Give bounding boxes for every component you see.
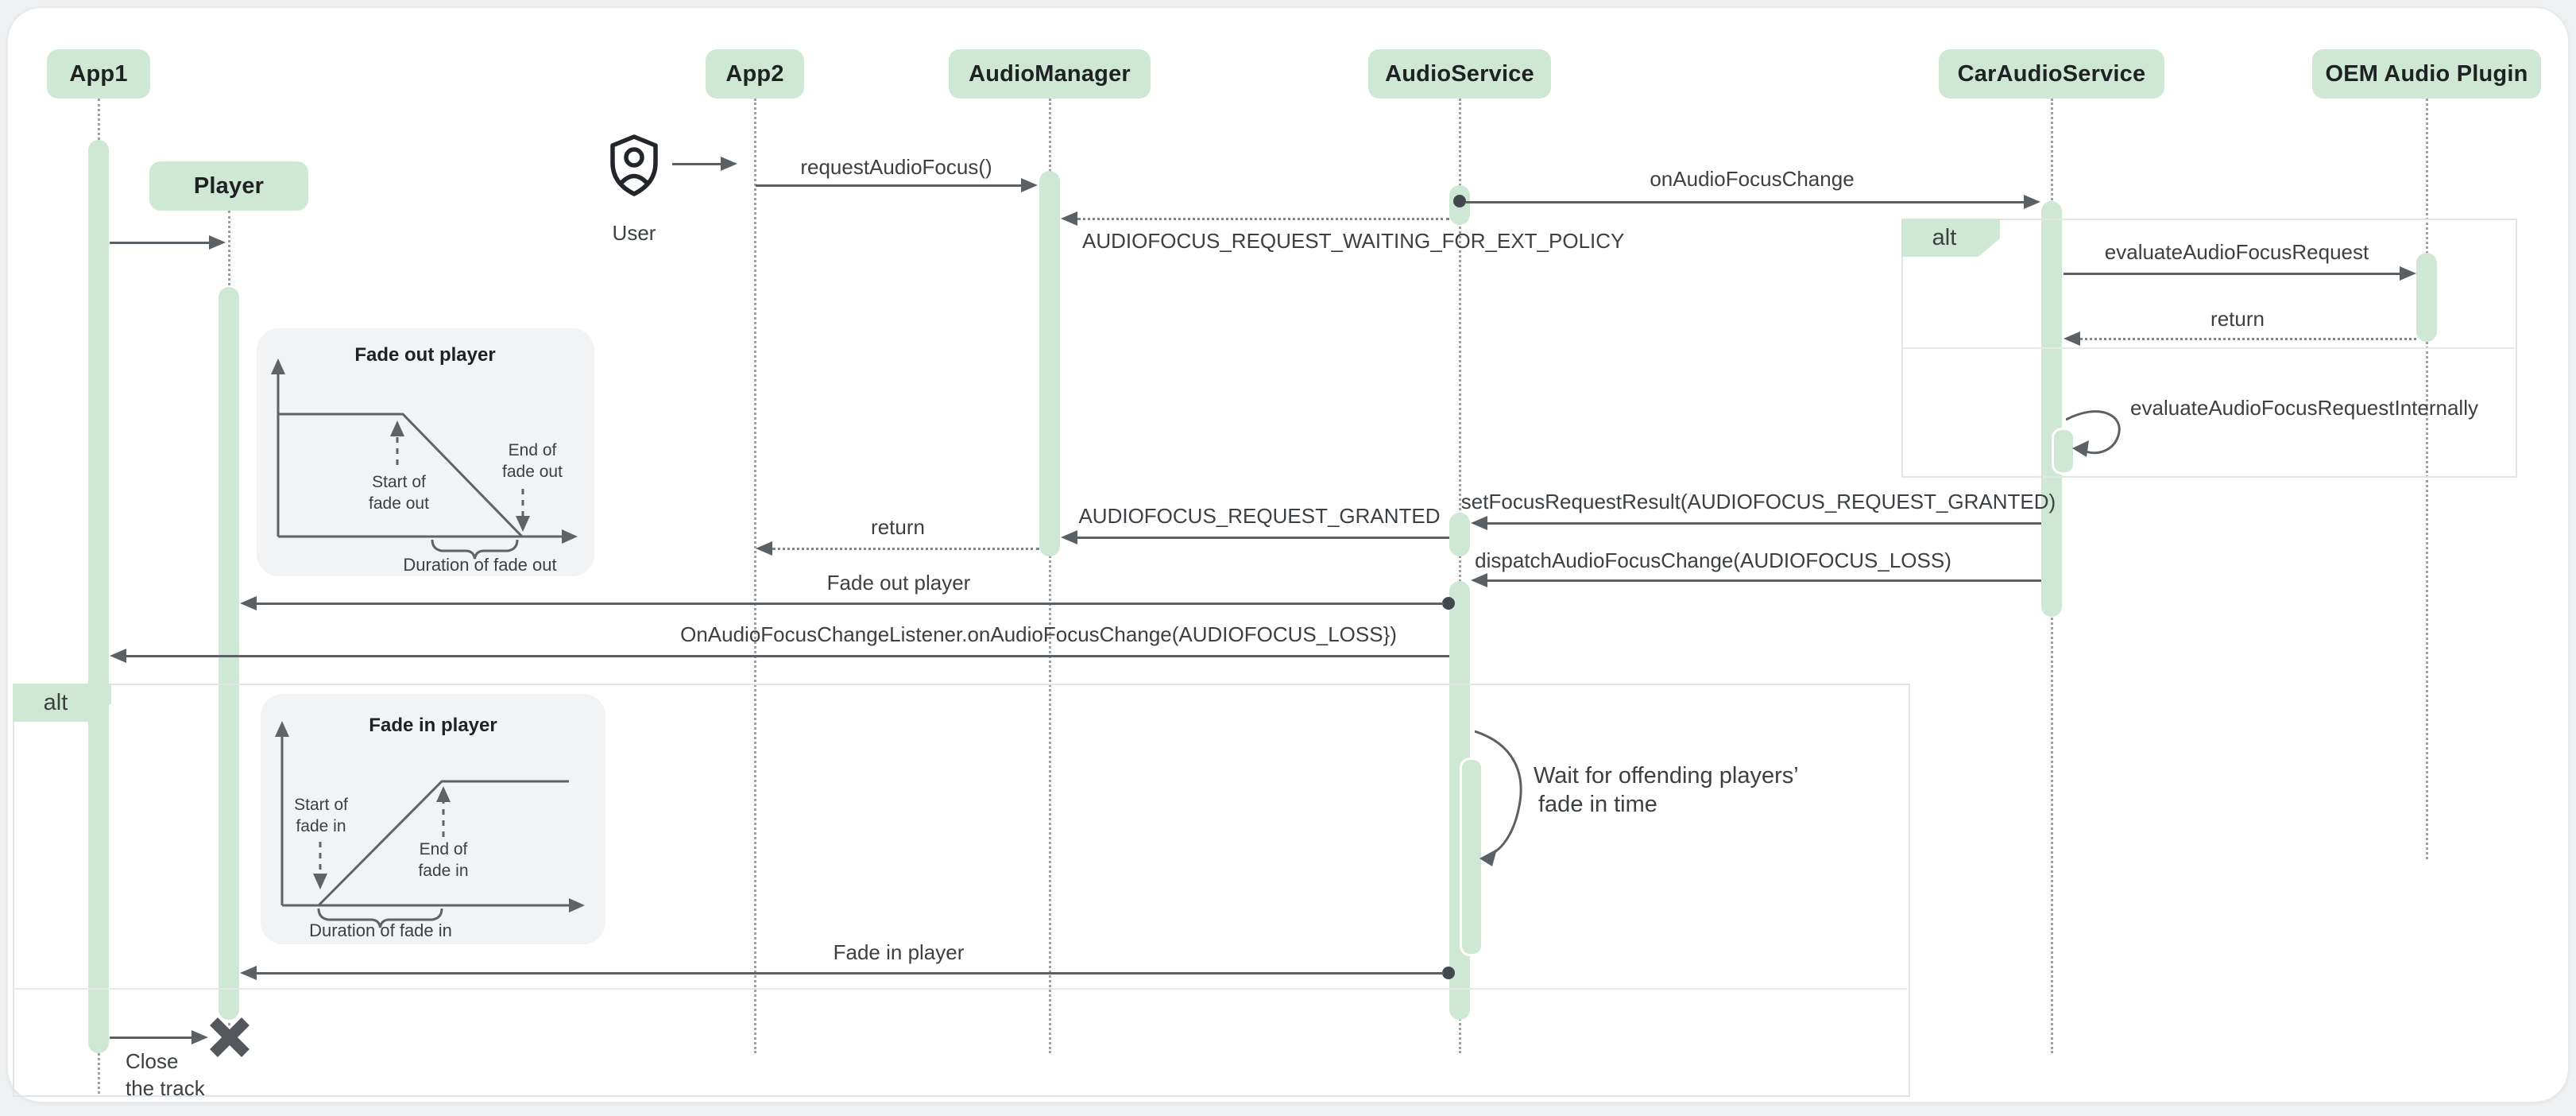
arrow-waiting-ext-policy (1077, 218, 1449, 220)
participant-audioservice: AudioService (1368, 49, 1551, 99)
arrow-app1-to-player (110, 242, 210, 244)
arrow-set-focus-result (1487, 522, 2041, 525)
fade-in-chart-title: Fade in player (369, 715, 497, 736)
fade-in-start-label: Start of fade in (294, 796, 348, 835)
lifeline-audioservice (1459, 99, 1461, 1053)
arrowhead (1471, 516, 1487, 530)
label-dispatch-change: dispatchAudioFocusChange(AUDIOFOCUS_LOSS… (1475, 548, 1951, 572)
participant-oem-plugin: OEM Audio Plugin (2312, 49, 2541, 99)
arrow-self-call-internal (2066, 410, 2121, 457)
participant-app2: App2 (706, 49, 804, 99)
label-evaluate-internally: evaluateAudioFocusRequestInternally (2130, 396, 2478, 420)
label-focus-change-listener: OnAudioFocusChangeListener.onAudioFocusC… (680, 622, 1397, 646)
activation-audioservice-2 (1449, 513, 1470, 556)
label-evaluate-request: evaluateAudioFocusRequest (2104, 240, 2369, 264)
arrow-focus-change-listener (126, 655, 1449, 657)
lifeline-app2 (754, 99, 756, 1053)
arrow-dispatch-change (1487, 579, 2041, 582)
arrowhead (209, 235, 226, 250)
activation-app1 (88, 140, 109, 1053)
label-fade-out-player: Fade out player (826, 571, 971, 595)
arrowhead (1471, 573, 1487, 587)
activation-player (219, 287, 239, 1020)
arrow-request-audio-focus (756, 184, 1022, 187)
arrow-user-to-app2 (672, 163, 721, 165)
fade-out-duration-label: Duration of fade out (403, 555, 557, 575)
label-waiting-ext-policy: AUDIOFOCUS_REQUEST_WAITING_FOR_EXT_POLIC… (1082, 229, 1625, 253)
fade-out-end-label: End of fade out (502, 441, 563, 481)
arrow-evaluate-request (2064, 273, 2400, 275)
arrowhead (2400, 266, 2416, 281)
fade-out-chart-title: Fade out player (354, 344, 496, 366)
destroy-x-icon (210, 1017, 249, 1057)
participant-player: Player (149, 161, 308, 211)
fade-out-chart-plot (271, 358, 578, 560)
fade-out-start-label: Start of fade out (369, 473, 429, 513)
arrowhead (1061, 211, 1077, 226)
label-close-line2: the track (126, 1076, 205, 1100)
fade-in-duration-label: Duration of fade in (309, 920, 452, 940)
arrow-request-granted (1077, 537, 1449, 539)
label-on-audio-focus-change: onAudioFocusChange (1650, 167, 1855, 191)
participant-caraudioservice: CarAudioService (1939, 49, 2164, 99)
user-label: User (612, 221, 656, 245)
arrowhead (2024, 195, 2040, 209)
label-wait-line1: Wait for offending players’ (1534, 763, 1799, 789)
label-request-audio-focus: requestAudioFocus() (800, 155, 992, 179)
arrowhead (721, 157, 737, 171)
activation-audioservice-wait (1460, 758, 1483, 956)
label-wait-line2: fade in time (1538, 792, 1657, 817)
fade-out-chart-panel: Fade out player Start of fade out End of… (257, 328, 594, 576)
arrowhead (240, 966, 257, 980)
participant-app1: App1 (47, 49, 150, 99)
lifeline-audiomanager (1049, 99, 1051, 1053)
arrowhead (240, 596, 257, 610)
arrowhead (1021, 178, 1038, 192)
alt-frame-right-divider (1901, 347, 2514, 349)
activation-caraudioservice (2041, 201, 2062, 617)
label-close-line1: Close (126, 1049, 179, 1073)
arrowhead (1061, 530, 1077, 544)
alt-frame-left-divider (13, 988, 1907, 990)
activation-oem-plugin (2416, 253, 2437, 342)
arrowhead (2064, 331, 2080, 346)
label-request-granted: AUDIOFOCUS_REQUEST_GRANTED (1078, 504, 1441, 528)
fade-in-end-label: End of fade in (418, 840, 469, 880)
arrow-return-oem (2080, 338, 2416, 340)
arrow-on-audio-focus-change (1466, 201, 2025, 203)
label-return-app2: return (871, 515, 925, 539)
label-return-oem: return (2210, 307, 2265, 331)
arrowhead (191, 1030, 208, 1044)
alt-frame-left-label: alt (13, 684, 111, 722)
alt-frame-left (13, 684, 1910, 1097)
arrowhead (110, 649, 126, 663)
activation-audiomanager (1039, 171, 1060, 556)
user-shield-icon (610, 134, 658, 196)
label-fade-in-player: Fade in player (833, 940, 965, 964)
participant-audiomanager: AudioManager (949, 49, 1151, 99)
fade-in-chart-plot (275, 721, 585, 928)
message-origin-dot (1442, 967, 1455, 979)
arrow-self-wait-loop (1475, 730, 1522, 866)
arrowhead (756, 541, 772, 556)
arrow-fade-in-player (257, 972, 1444, 975)
arrow-fade-out-player (257, 603, 1444, 605)
alt-frame-right-label: alt (1901, 219, 2000, 257)
arrow-close-track (110, 1037, 192, 1039)
lifeline-oem-plugin (2426, 99, 2428, 859)
message-origin-dot (1442, 597, 1455, 610)
fade-in-chart-panel: Fade in player Start of fade in End of f… (261, 694, 605, 944)
message-origin-dot (1453, 195, 1466, 207)
label-set-focus-result: setFocusRequestResult(AUDIOFOCUS_REQUEST… (1460, 490, 2056, 513)
activation-caraudioservice-internal (2052, 428, 2075, 475)
arrow-return-app2 (772, 548, 1039, 550)
